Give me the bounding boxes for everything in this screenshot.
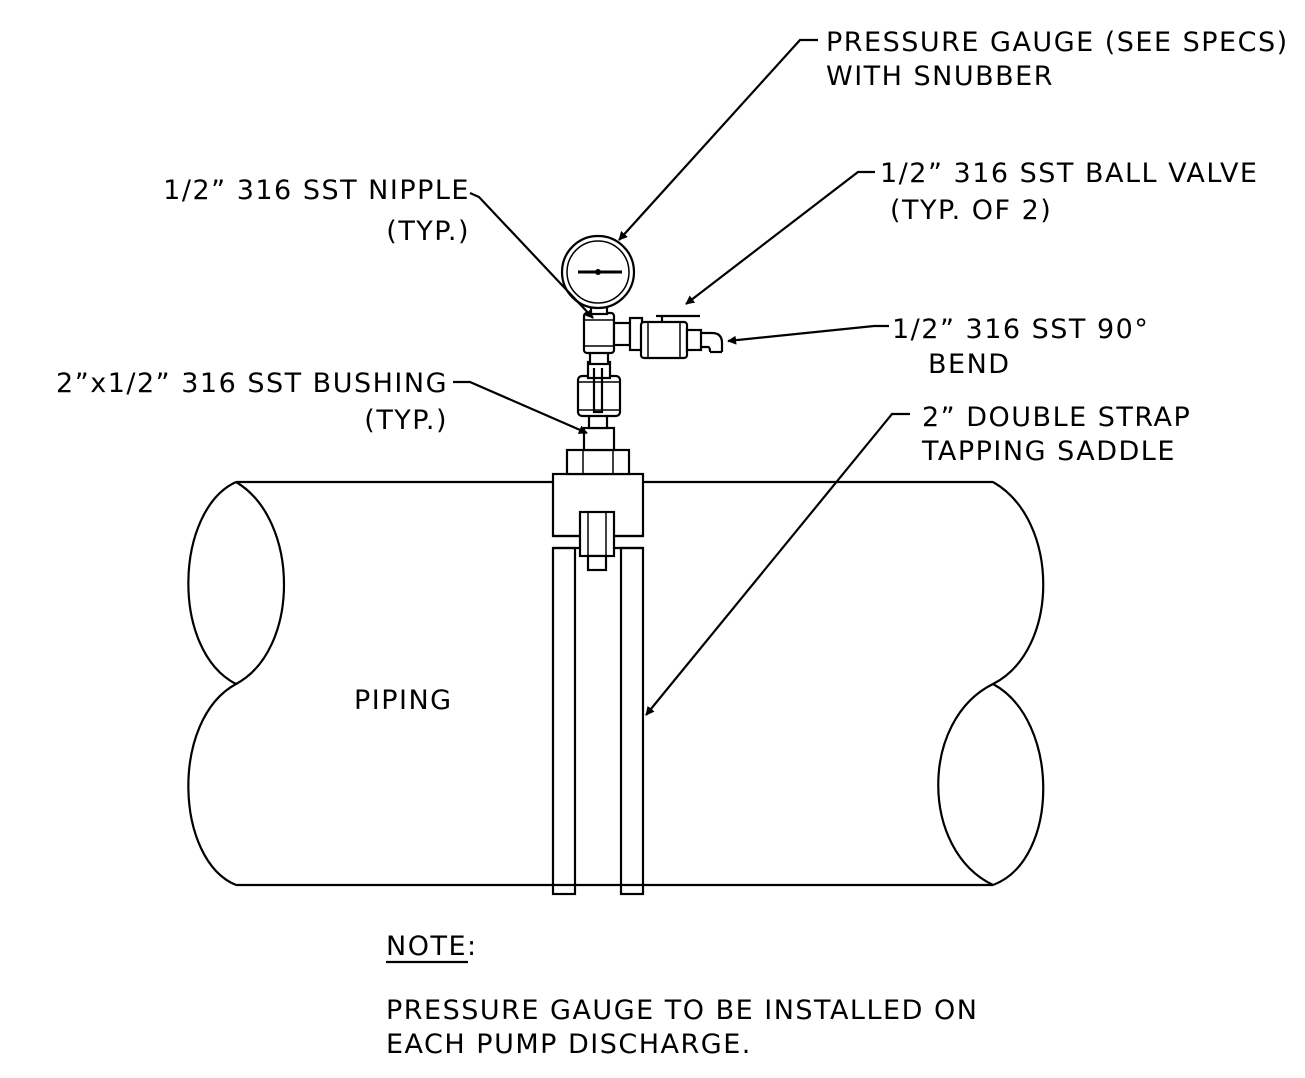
leader-lines <box>453 38 910 716</box>
note-line2: EACH PUMP DISCHARGE. <box>386 1029 752 1060</box>
ball-valve-label-line1: 1/2” 316 SST BALL VALVE <box>880 158 1258 189</box>
note-line1: PRESSURE GAUGE TO BE INSTALLED ON <box>386 995 978 1026</box>
lower-ball-valve <box>576 360 622 430</box>
nipple-label-line1: 1/2” 316 SST NIPPLE <box>163 175 470 206</box>
saddle-label-line2: TAPPING SADDLE <box>921 436 1176 467</box>
tee-fitting <box>582 300 632 366</box>
nipple-label-line2: (TYP.) <box>386 216 470 247</box>
pressure-gauge-label-line2: WITH SNUBBER <box>826 61 1054 92</box>
bend-label-line1: 1/2” 316 SST 90° <box>892 314 1149 345</box>
piping-label: PIPING <box>354 685 453 716</box>
bushing-label-line2: (TYP.) <box>364 405 448 436</box>
tapping-saddle <box>551 472 645 896</box>
ball-valve-label-line2: (TYP. OF 2) <box>890 195 1052 226</box>
pipe <box>187 480 1045 887</box>
saddle-label-line1: 2” DOUBLE STRAP <box>922 402 1191 433</box>
side-ball-valve <box>628 314 703 360</box>
bend-label-line2: BEND <box>928 349 1011 380</box>
ninety-degree-bend <box>701 331 724 354</box>
bushing-label-line1: 2”x1/2” 316 SST BUSHING <box>56 368 448 399</box>
bushing <box>565 426 631 476</box>
pressure-gauge <box>560 234 636 310</box>
note-heading: NOTE: <box>386 931 478 962</box>
pressure-gauge-label-line1: PRESSURE GAUGE (SEE SPECS) <box>826 27 1289 58</box>
